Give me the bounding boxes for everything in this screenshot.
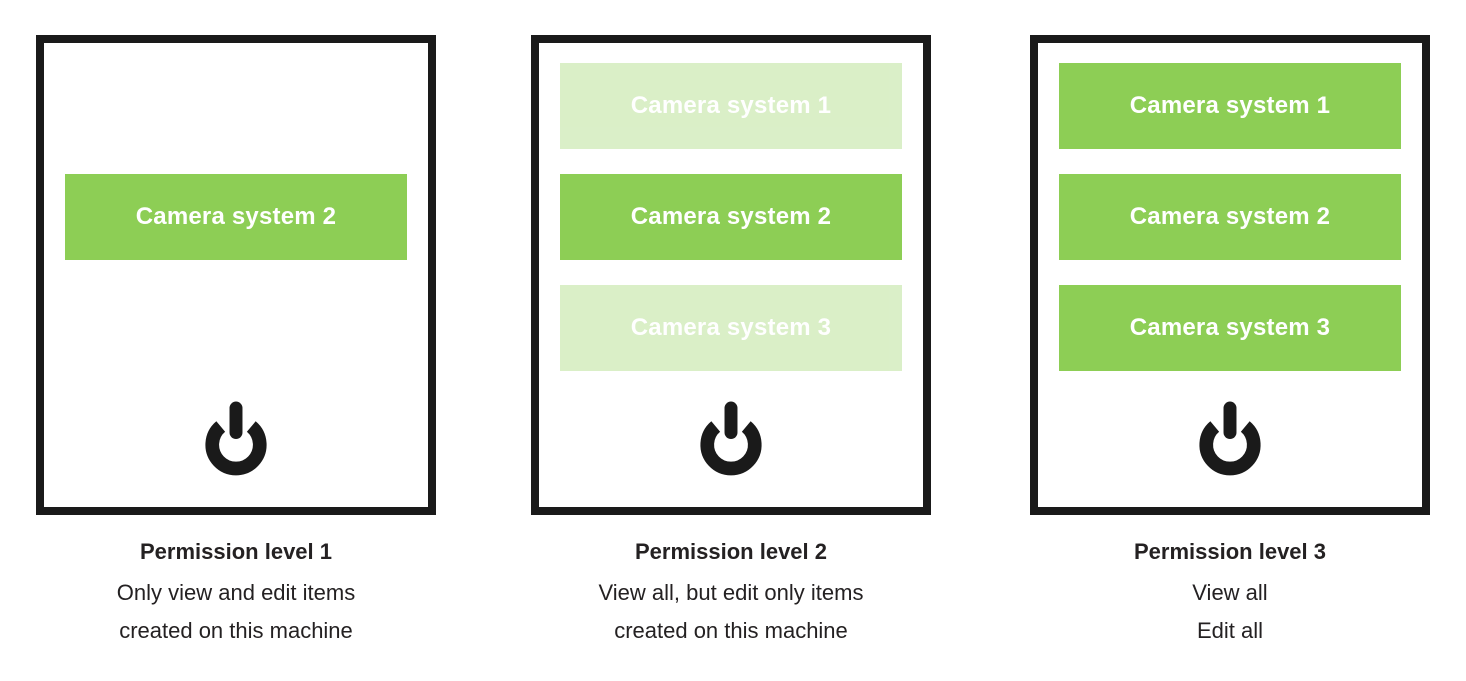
power-icon xyxy=(205,401,267,476)
caption-permission-level-3: Permission level 3 View all Edit all xyxy=(1030,537,1430,650)
power-button[interactable] xyxy=(1059,400,1401,478)
device-screen-1: Camera system 2 xyxy=(36,35,436,515)
column-permission-level-1: Camera system 2 Permission level 1 Only … xyxy=(36,35,436,650)
caption-permission-level-1: Permission level 1 Only view and edit it… xyxy=(36,537,436,650)
caption-title: Permission level 1 xyxy=(140,539,332,564)
caption-line: created on this machine xyxy=(614,618,848,643)
caption-line: View all, but edit only items xyxy=(598,580,864,605)
camera-system-2-button[interactable]: Camera system 2 xyxy=(560,174,902,260)
camera-system-2-button[interactable]: Camera system 2 xyxy=(65,174,407,260)
device-screen-2: Camera system 1 Camera system 2 Camera s… xyxy=(531,35,931,515)
camera-system-3-button[interactable]: Camera system 3 xyxy=(1059,285,1401,371)
caption-line: Edit all xyxy=(1196,618,1264,643)
power-button[interactable] xyxy=(560,400,902,478)
caption-permission-level-2: Permission level 2 View all, but edit on… xyxy=(531,537,931,650)
column-permission-level-3: Camera system 1 Camera system 2 Camera s… xyxy=(1030,35,1430,650)
caption-title: Permission level 3 xyxy=(1134,539,1326,564)
caption-line: created on this machine xyxy=(119,618,353,643)
camera-system-1-button[interactable]: Camera system 1 xyxy=(1059,63,1401,149)
power-button[interactable] xyxy=(65,400,407,478)
caption-line: View all xyxy=(1192,580,1268,605)
camera-system-1-button[interactable]: Camera system 1 xyxy=(560,63,902,149)
device-screen-3: Camera system 1 Camera system 2 Camera s… xyxy=(1030,35,1430,515)
power-icon xyxy=(700,401,762,476)
camera-system-2-button[interactable]: Camera system 2 xyxy=(1059,174,1401,260)
caption-title: Permission level 2 xyxy=(635,539,827,564)
empty-slot xyxy=(65,285,407,371)
caption-line: Only view and edit items xyxy=(116,580,356,605)
column-permission-level-2: Camera system 1 Camera system 2 Camera s… xyxy=(531,35,931,650)
empty-slot xyxy=(65,63,407,149)
camera-system-3-button[interactable]: Camera system 3 xyxy=(560,285,902,371)
power-icon xyxy=(1199,401,1261,476)
